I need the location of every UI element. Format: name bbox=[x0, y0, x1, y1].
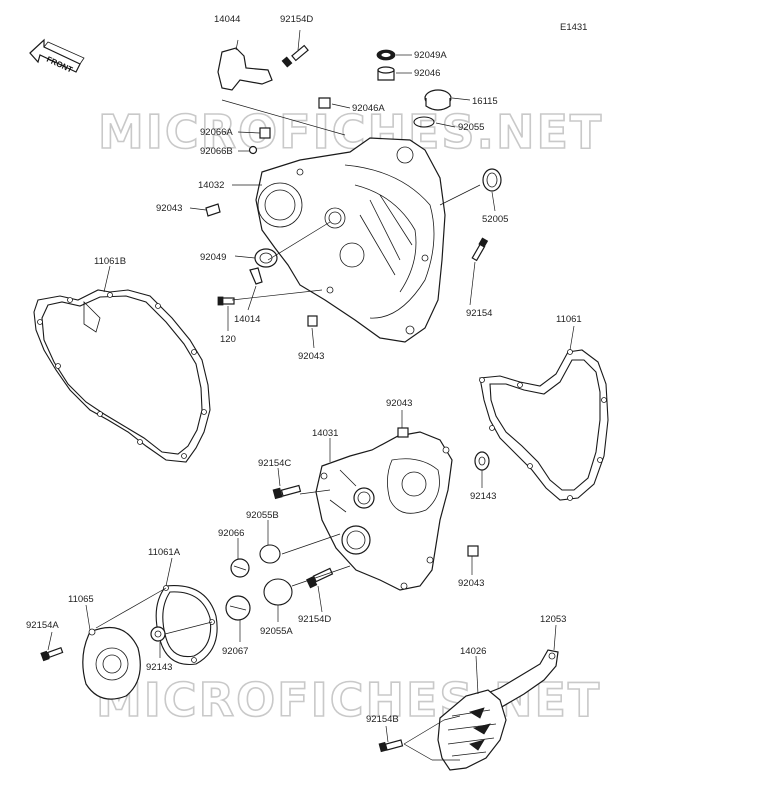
part-label: 92154 bbox=[466, 308, 492, 319]
gasket-11061-holes bbox=[479, 349, 607, 501]
seal-92049 bbox=[254, 248, 278, 268]
bolt-92154C bbox=[272, 484, 302, 500]
part-label: 92043 bbox=[458, 578, 484, 589]
part-label: 92143 bbox=[146, 662, 172, 673]
part-label: 92043 bbox=[386, 398, 412, 409]
clutch-cover-14032 bbox=[255, 137, 446, 343]
gasket-11061B bbox=[33, 289, 211, 463]
part-label: 12053 bbox=[540, 614, 566, 625]
dowel-92043-d bbox=[467, 545, 479, 557]
part-label: 92046A bbox=[352, 103, 385, 114]
part-label: 92154B bbox=[366, 714, 399, 725]
bolt-92154D-top bbox=[281, 44, 309, 68]
part-label: 92055A bbox=[260, 626, 293, 637]
collar-92143-a bbox=[474, 451, 490, 471]
part-label: 92055 bbox=[458, 122, 484, 133]
part-label: 14044 bbox=[214, 14, 240, 25]
leader-lines-middle bbox=[47, 410, 483, 658]
gasket-11061A bbox=[155, 585, 218, 666]
dowel-92043-c bbox=[397, 427, 409, 438]
part-label: 92049 bbox=[200, 252, 226, 263]
part-label: 92143 bbox=[470, 491, 496, 502]
leader-lines-top bbox=[189, 29, 496, 349]
part-label: 92055B bbox=[246, 510, 279, 521]
bolt-120 bbox=[217, 296, 235, 306]
part-label: 92066B bbox=[200, 146, 233, 157]
part-label: 14026 bbox=[460, 646, 486, 657]
part-labels: 14044 92154D 92049A 92046 92046A 16115 9… bbox=[26, 14, 582, 725]
washer-92066B bbox=[248, 145, 258, 155]
gasket-11061 bbox=[479, 349, 609, 501]
oring-92055 bbox=[413, 116, 435, 128]
part-label: 11061B bbox=[94, 256, 126, 267]
part-label: 11065 bbox=[68, 594, 94, 605]
dowel-92043-a bbox=[205, 203, 221, 217]
front-arrow-icon: FRONT bbox=[29, 38, 85, 75]
watermark-top: MICROFICHES.NET bbox=[98, 105, 603, 159]
part-label: 14032 bbox=[198, 180, 224, 191]
guard-14026 bbox=[437, 689, 507, 771]
part-label: 92154A bbox=[26, 620, 59, 631]
clip-14014 bbox=[249, 267, 263, 285]
part-label: 92154D bbox=[298, 614, 331, 625]
part-label: 14014 bbox=[234, 314, 260, 325]
bolt-92154 bbox=[471, 237, 489, 262]
dowel-92043-b bbox=[307, 315, 318, 327]
cover-14031 bbox=[315, 431, 453, 591]
bolt-92154A bbox=[40, 646, 64, 662]
part-label: 11061A bbox=[148, 547, 181, 558]
part-label: 120 bbox=[220, 334, 236, 345]
part-label: 16115 bbox=[472, 96, 498, 107]
part-label: 92043 bbox=[298, 351, 324, 362]
seal-52005 bbox=[482, 168, 502, 192]
collar-92143-b bbox=[150, 626, 166, 642]
bolt-92154B bbox=[378, 739, 404, 753]
plug-92066A bbox=[259, 127, 271, 139]
part-label: 92043 bbox=[156, 203, 182, 214]
part-label: 52005 bbox=[482, 214, 508, 225]
bolt-92154D-bottom bbox=[306, 567, 334, 589]
part-label: 92067 bbox=[222, 646, 248, 657]
part-label: 92046 bbox=[414, 68, 440, 79]
oring-92055B bbox=[259, 544, 281, 564]
part-label: 92066A bbox=[200, 127, 233, 138]
part-label: 92154C bbox=[258, 458, 291, 469]
bracket-14044 bbox=[217, 47, 273, 91]
part-label: 92154D bbox=[280, 14, 313, 25]
part-label: 92049A bbox=[414, 50, 447, 61]
cover-11065 bbox=[82, 627, 141, 700]
gasket-11061B-holes bbox=[37, 292, 207, 459]
oring-92055A bbox=[263, 578, 293, 606]
part-label: 14031 bbox=[312, 428, 338, 439]
cap-16115 bbox=[424, 89, 452, 111]
plug-92067 bbox=[225, 595, 251, 621]
part-label: 92066 bbox=[218, 528, 244, 539]
diagram-code: E1431 bbox=[560, 22, 587, 33]
leader-lines-bottom bbox=[385, 624, 557, 761]
dowel-92046A bbox=[318, 97, 331, 109]
plug-92066 bbox=[230, 558, 250, 578]
part-label: 11061 bbox=[556, 314, 582, 325]
